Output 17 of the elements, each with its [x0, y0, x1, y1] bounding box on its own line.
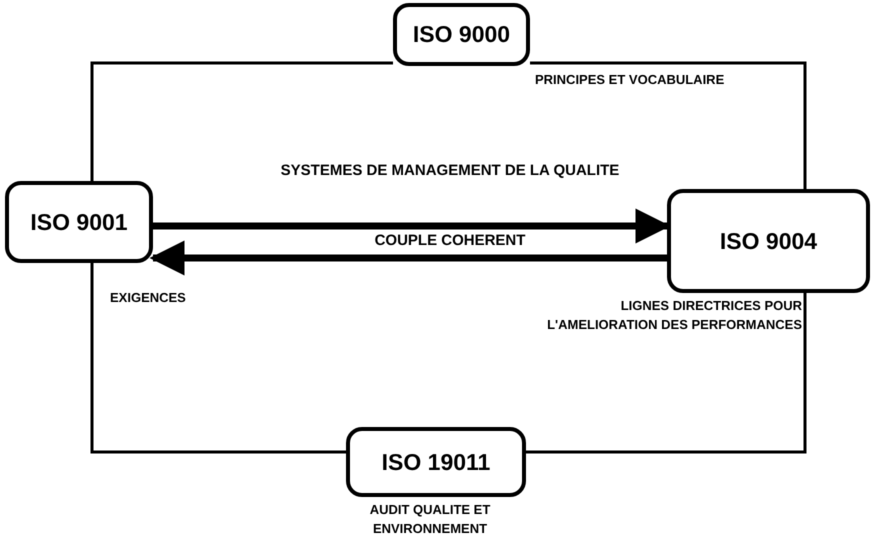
standard-description: EXIGENCES: [110, 289, 187, 307]
connector-line: [90, 62, 393, 181]
standard-description: AUDIT QUALITE ET ENVIRONNEMENT: [368, 501, 492, 538]
standard-name: ISO 9000: [412, 21, 510, 48]
connector-line: [526, 293, 806, 454]
standard-box: [667, 189, 870, 293]
standard-name: ISO 9001: [30, 208, 128, 236]
standard-name: ISO 9004: [720, 228, 818, 254]
standard-box: [346, 427, 526, 497]
standard-description: PRINCIPES ET VOCABULAIRE: [535, 71, 726, 89]
arrow: [150, 240, 667, 276]
connector-line: [530, 62, 806, 189]
standard-name: ISO 19011: [382, 448, 490, 476]
standard-box: [5, 181, 153, 263]
standard-box: [393, 3, 530, 66]
connector-line: [90, 263, 346, 454]
standard-description: LIGNES DIRECTRICES POUR L'AMELIORATION DES PERFORMANCES: [546, 297, 802, 334]
